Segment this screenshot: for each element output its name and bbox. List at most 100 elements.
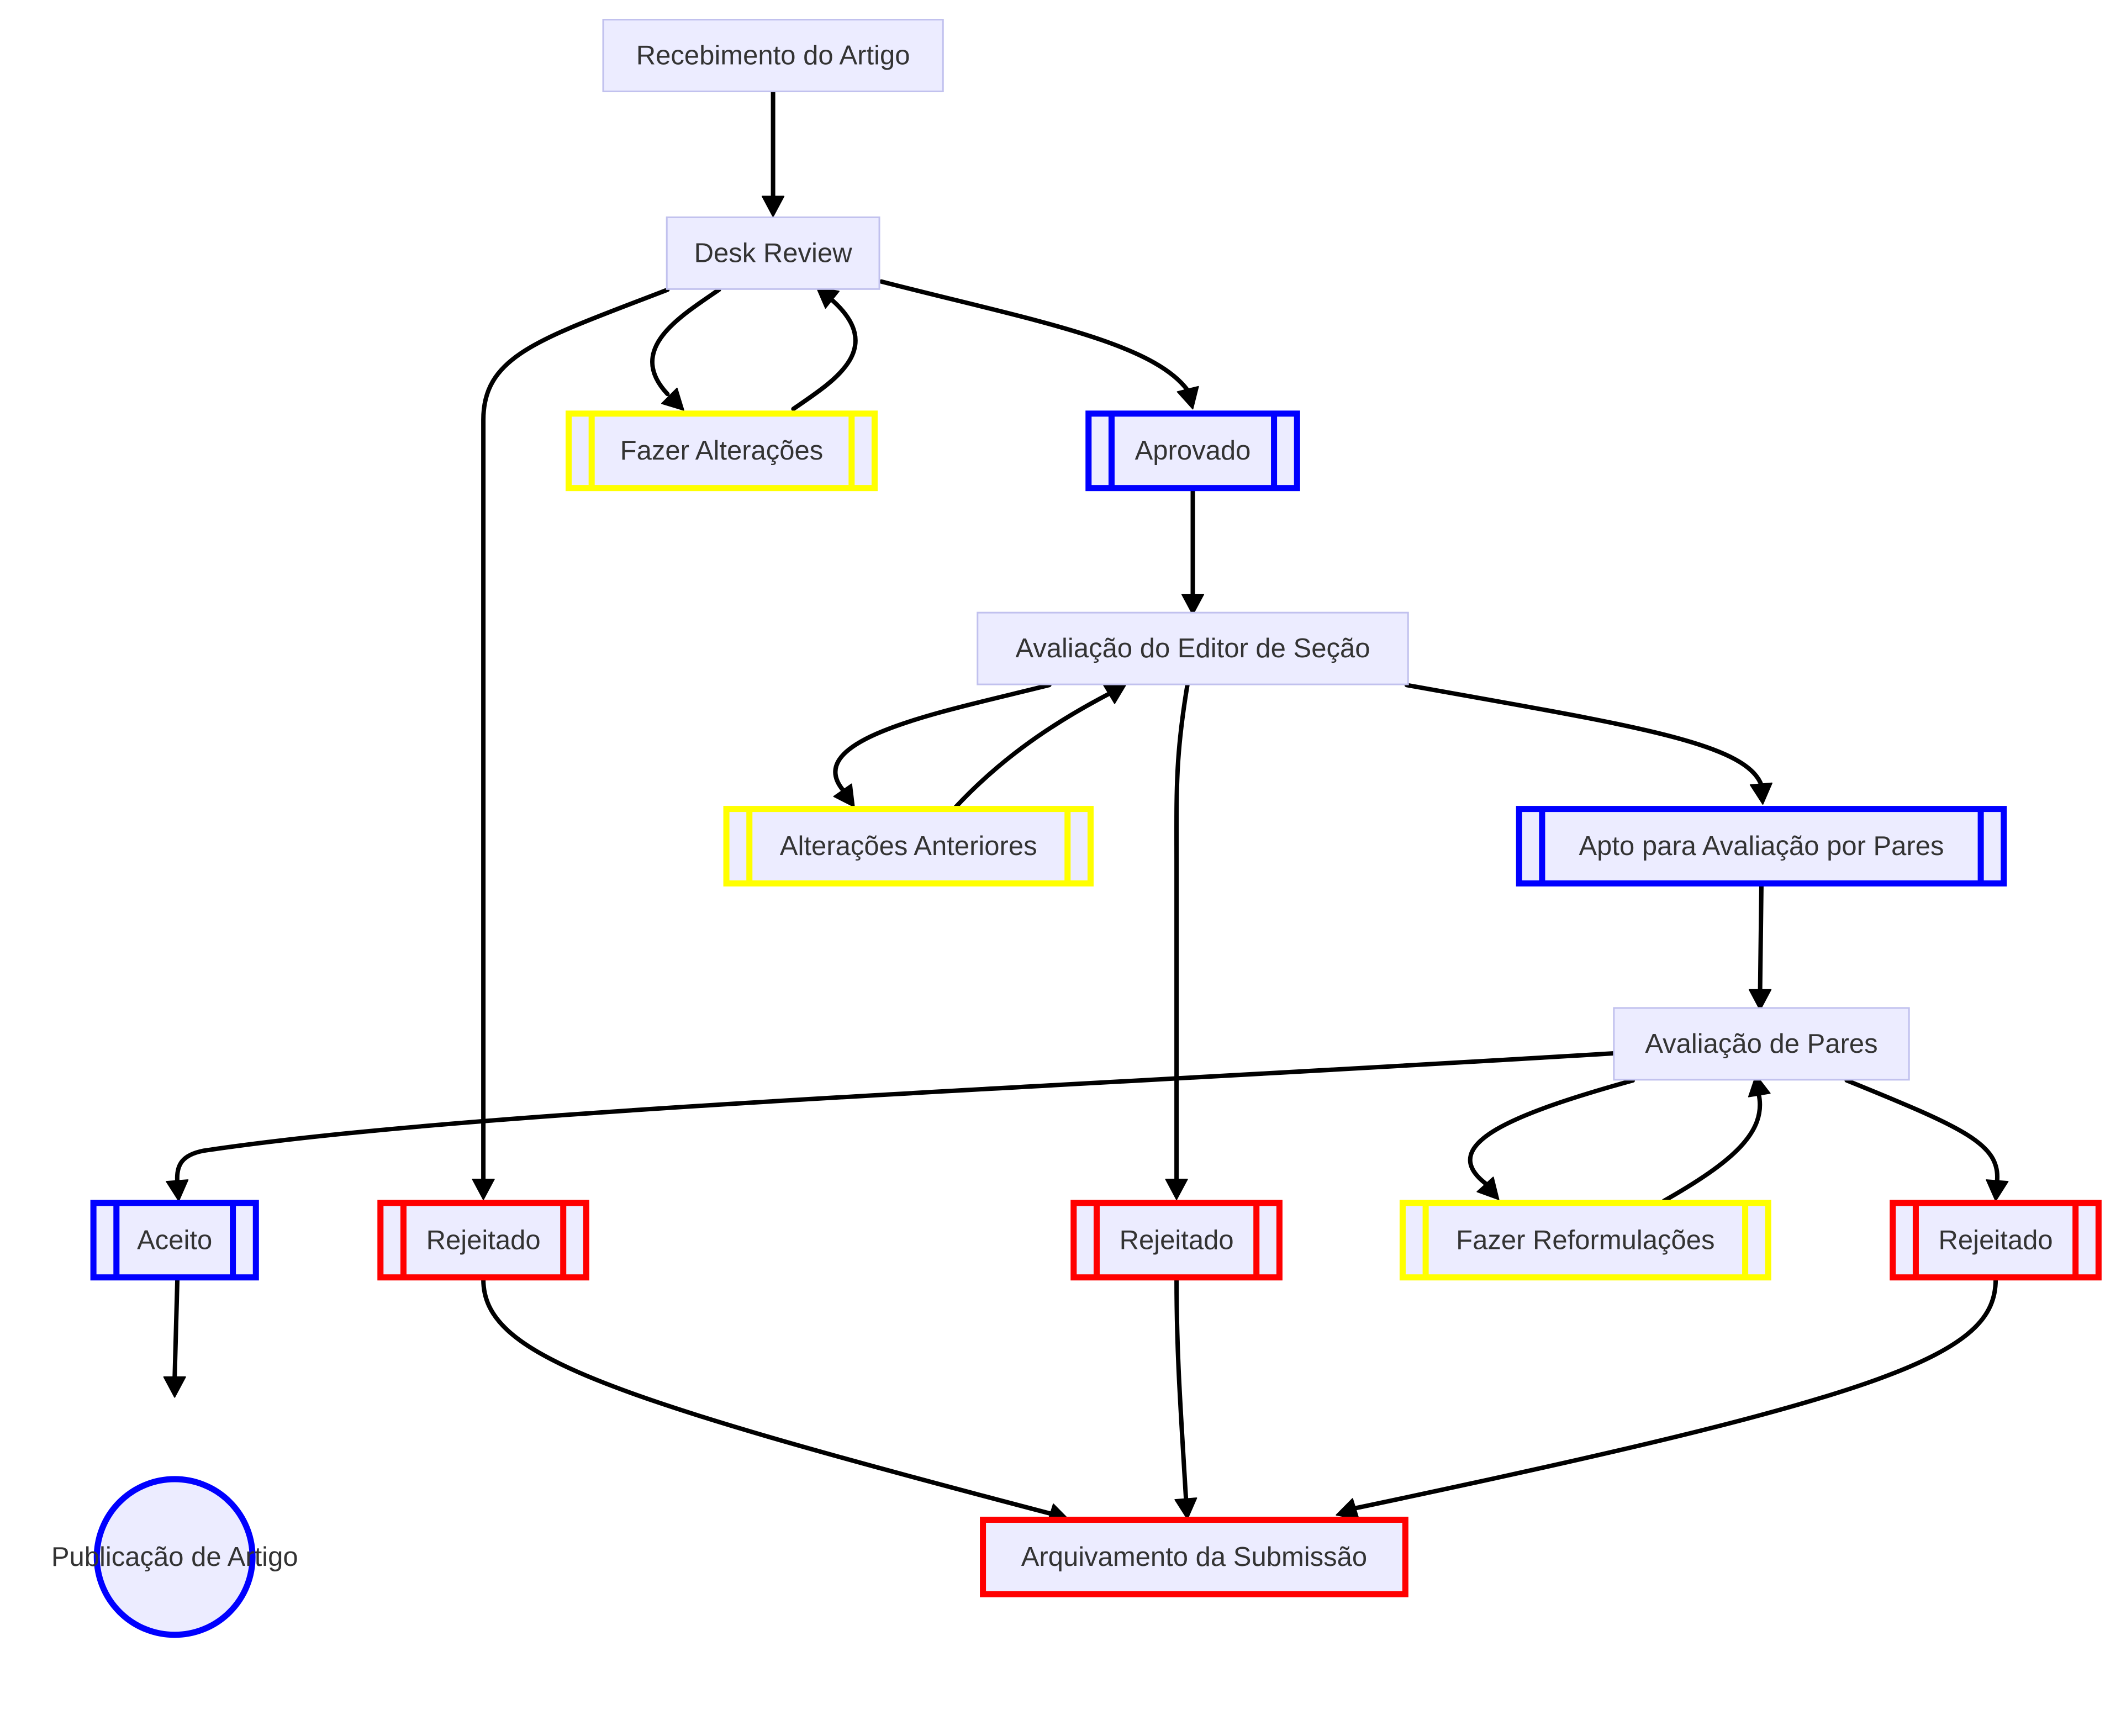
- node-desk-review[interactable]: Desk Review: [666, 216, 880, 290]
- node-box: [565, 410, 878, 492]
- edge-line: [879, 279, 1190, 392]
- edge-desk_review-to-rejeitado_1: [472, 287, 670, 1200]
- arrowhead: [1181, 594, 1205, 615]
- node-label: Rejeitado: [426, 1225, 541, 1255]
- node-label: Apto para Avaliação por Pares: [1579, 831, 1944, 861]
- arrowhead: [1176, 386, 1199, 410]
- arrowhead: [1748, 1074, 1771, 1097]
- edge-line: [1174, 683, 1190, 1184]
- node-box: [602, 19, 944, 92]
- edge-fazer_reformulacoes-to-avaliacao_pares: [1661, 1074, 1771, 1204]
- edge-desk_review-to-fazer_alteracoes: [650, 287, 721, 411]
- node-label: Rejeitado: [1120, 1225, 1234, 1255]
- edge-line: [175, 1051, 1616, 1184]
- arrowhead: [762, 196, 785, 218]
- node-apto-pares[interactable]: Apto para Avaliação por Pares: [1516, 806, 2007, 887]
- node-label: Desk Review: [694, 238, 853, 268]
- edge-rejeitado_3-to-arquivamento: [1336, 1277, 1998, 1520]
- node-box: [90, 1200, 259, 1281]
- node-box: [723, 806, 1094, 887]
- edge-avaliacao_editor-to-rejeitado_2: [1165, 683, 1190, 1200]
- node-label: Avaliação de Pares: [1645, 1029, 1877, 1059]
- node-aprovado[interactable]: Aprovado: [1085, 410, 1300, 492]
- edge-avaliacao_pares-to-rejeitado_3: [1844, 1078, 2009, 1202]
- edge-aprovado-to-avaliacao_editor: [1181, 488, 1205, 615]
- edge-line: [1174, 1277, 1189, 1502]
- node-box: [1613, 1007, 1910, 1081]
- arrowhead: [163, 1376, 186, 1398]
- node-arquivamento[interactable]: Arquivamento da Submissão: [980, 1516, 1408, 1597]
- edge-line: [1468, 1078, 1635, 1186]
- arrowhead: [166, 1179, 189, 1202]
- node-label: Aceito: [137, 1225, 212, 1255]
- node-label: Fazer Alterações: [620, 436, 824, 466]
- arrowhead: [1476, 1176, 1500, 1200]
- node-fazer-alteracoes[interactable]: Fazer Alterações: [565, 410, 878, 492]
- node-rejeitado-2[interactable]: Rejeitado: [1070, 1200, 1283, 1281]
- edge-recebimento-to-desk_review: [762, 89, 785, 218]
- arrowhead: [1336, 1498, 1360, 1520]
- edge-fazer_alteracoes-to-desk_review: [791, 286, 858, 411]
- edge-line: [1844, 1078, 2000, 1184]
- node-label: Avaliação do Editor de Seção: [1016, 634, 1370, 663]
- node-rejeitado-3[interactable]: Rejeitado: [1890, 1200, 2102, 1281]
- edge-apto_pares-to-avaliacao_pares: [1749, 882, 1772, 1011]
- node-rejeitado-1[interactable]: Rejeitado: [377, 1200, 589, 1281]
- edge-line: [1353, 1277, 1998, 1511]
- node-box: [980, 1516, 1408, 1597]
- node-publicacao[interactable]: Publicação de Artigo: [51, 1476, 298, 1638]
- edge-line: [481, 1277, 1053, 1516]
- node-label: Fazer Reformulações: [1456, 1225, 1714, 1255]
- edge-rejeitado_2-to-arquivamento: [1174, 1277, 1197, 1520]
- edge-rejeitado_1-to-arquivamento: [481, 1277, 1070, 1526]
- edge-avaliacao_pares-to-aceito: [166, 1051, 1616, 1202]
- edge-line: [172, 1277, 180, 1381]
- node-box: [1070, 1200, 1283, 1281]
- node-fazer-reformulacoes[interactable]: Fazer Reformulações: [1399, 1200, 1771, 1281]
- edge-avaliacao_editor-to-apto_pares: [1404, 683, 1772, 805]
- arrowhead: [1749, 782, 1772, 805]
- edge-line: [953, 691, 1112, 809]
- edge-line: [791, 298, 858, 411]
- edge-avaliacao_pares-to-fazer_reformulacoes: [1468, 1078, 1635, 1200]
- node-label: Arquivamento da Submissão: [1021, 1542, 1367, 1572]
- node-label: Recebimento do Artigo: [636, 40, 910, 70]
- edge-line: [1758, 882, 1764, 994]
- arrowhead: [661, 387, 684, 411]
- node-avaliacao-editor[interactable]: Avaliação do Editor de Seção: [977, 611, 1409, 685]
- arrowhead: [833, 783, 855, 808]
- edge-line: [650, 287, 721, 397]
- node-box: [1085, 410, 1300, 492]
- edge-aceito-to-publicacao: [163, 1277, 186, 1398]
- node-box: [666, 216, 880, 290]
- arrowhead: [1986, 1179, 2009, 1202]
- node-aceito[interactable]: Aceito: [90, 1200, 259, 1281]
- node-circle: [93, 1476, 256, 1638]
- node-box: [977, 611, 1409, 685]
- arrowhead: [1749, 989, 1772, 1011]
- edge-avaliacao_editor-to-alteracoes_anteriores: [833, 683, 1052, 808]
- node-box: [1516, 806, 2007, 887]
- node-alteracoes-anteriores[interactable]: Alterações Anteriores: [723, 806, 1094, 887]
- arrowhead: [1165, 1179, 1188, 1200]
- edge-line: [1661, 1091, 1763, 1204]
- edges-layer: [163, 89, 2009, 1526]
- edge-desk_review-to-aprovado: [879, 279, 1199, 410]
- node-box: [1399, 1200, 1771, 1281]
- node-label: Rejeitado: [1939, 1225, 2053, 1255]
- arrowhead: [472, 1179, 495, 1200]
- node-box: [1890, 1200, 2102, 1281]
- node-box: [377, 1200, 589, 1281]
- arrowhead: [1174, 1497, 1197, 1520]
- node-label: Aprovado: [1135, 436, 1251, 466]
- node-label: Alterações Anteriores: [780, 831, 1037, 861]
- edge-line: [833, 683, 1052, 793]
- node-recebimento[interactable]: Recebimento do Artigo: [602, 19, 944, 92]
- edge-line: [481, 287, 670, 1184]
- node-label: Publicação de Artigo: [51, 1542, 298, 1572]
- node-avaliacao-pares[interactable]: Avaliação de Pares: [1613, 1007, 1910, 1081]
- edge-line: [1404, 683, 1764, 788]
